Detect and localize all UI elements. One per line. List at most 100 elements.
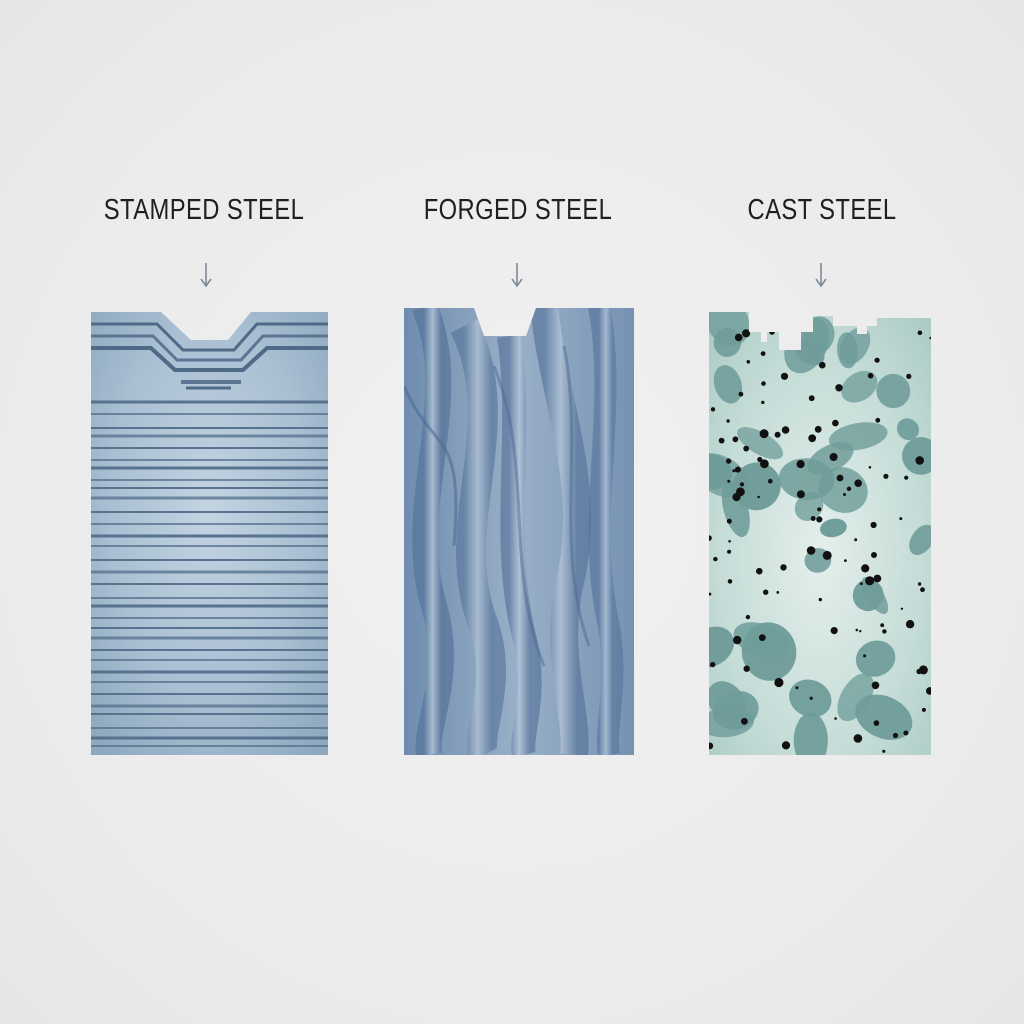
porosity-dot: [860, 582, 863, 586]
forged-steel-title: FORGED STEEL: [423, 194, 613, 226]
porosity-dot: [854, 479, 862, 487]
porosity-dot: [781, 741, 791, 750]
porosity-dot: [796, 490, 805, 499]
porosity-dot: [718, 437, 725, 444]
porosity-dot: [836, 474, 844, 482]
porosity-dot: [741, 717, 748, 725]
porosity-dot: [832, 419, 839, 427]
grain-blob: [709, 453, 749, 498]
porosity-dot: [873, 720, 880, 726]
porosity-dot: [742, 329, 751, 338]
porosity-dot: [810, 516, 816, 521]
porosity-dot: [861, 564, 870, 573]
porosity-dot: [736, 487, 745, 497]
porosity-dot: [926, 687, 931, 695]
porosity-dot: [829, 453, 838, 461]
porosity-dot: [899, 517, 903, 521]
porosity-dot: [918, 665, 928, 675]
porosity-dot: [709, 592, 712, 596]
porosity-dot: [713, 556, 718, 562]
down-arrow-icon: [511, 263, 523, 288]
porosity-dot: [710, 661, 716, 668]
porosity-dot: [709, 535, 712, 541]
forged-steel-sample: [404, 308, 634, 755]
porosity-dot: [917, 582, 922, 586]
grain-blob: [793, 712, 828, 755]
grain-blob: [855, 640, 896, 677]
porosity-dot: [816, 516, 823, 523]
porosity-dot: [870, 521, 877, 529]
porosity-dot: [763, 589, 769, 595]
porosity-dot: [817, 507, 822, 512]
grain-blob: [841, 370, 878, 403]
cast-steel-sample: [709, 312, 931, 755]
porosity-dot: [727, 549, 732, 554]
porosity-dot: [760, 459, 769, 469]
porosity-dot: [835, 384, 843, 392]
porosity-dot: [822, 550, 832, 560]
down-arrow-icon: [200, 263, 212, 288]
porosity-dot: [759, 429, 769, 439]
grain-blob: [855, 694, 913, 740]
grain-blob: [709, 626, 735, 668]
porosity-dot: [830, 627, 838, 635]
porosity-dot: [726, 518, 732, 524]
porosity-dot: [774, 431, 781, 438]
porosity-dot: [727, 479, 731, 483]
porosity-dot: [846, 486, 852, 491]
porosity-dot: [768, 478, 773, 484]
porosity-dot: [732, 436, 739, 443]
grain-blob: [713, 365, 743, 404]
grain-blob: [896, 418, 920, 441]
porosity-dot: [808, 434, 817, 443]
porosity-dot: [745, 614, 751, 620]
porosity-dot: [806, 546, 816, 555]
porosity-dot: [725, 458, 732, 464]
porosity-dot: [814, 425, 822, 433]
porosity-dot: [757, 456, 763, 463]
porosity-dot: [867, 372, 874, 379]
porosity-dot: [769, 329, 775, 335]
grain-blob: [737, 427, 784, 460]
porosity-dot: [761, 381, 766, 386]
porosity-dot: [865, 576, 875, 586]
porosity-dot: [734, 466, 741, 473]
porosity-dot: [757, 495, 760, 499]
porosity-dot: [734, 333, 743, 342]
porosity-dot: [780, 564, 787, 571]
porosity-dot: [808, 395, 815, 402]
porosity-dot: [883, 473, 889, 479]
porosity-dot: [854, 538, 858, 542]
porosity-dot: [906, 373, 912, 379]
porosity-dot: [709, 742, 714, 750]
porosity-dot: [871, 552, 877, 558]
porosity-dot: [781, 426, 790, 434]
down-arrow-icon: [815, 263, 827, 288]
porosity-dot: [761, 400, 765, 405]
porosity-dot: [855, 628, 859, 632]
porosity-dot: [853, 734, 863, 743]
porosity-dot: [727, 579, 733, 584]
porosity-dot: [874, 357, 880, 363]
porosity-dot: [875, 417, 881, 423]
grain-blob: [837, 332, 858, 369]
porosity-dot: [819, 361, 826, 369]
porosity-dot: [796, 460, 805, 469]
porosity-dot: [892, 732, 899, 739]
grain-blob: [902, 437, 931, 475]
porosity-dot: [863, 654, 867, 658]
porosity-dot: [733, 635, 742, 645]
porosity-dot: [834, 717, 837, 720]
grain-blob: [713, 327, 742, 357]
porosity-dot: [818, 597, 822, 602]
porosity-dot: [776, 591, 780, 594]
porosity-dot: [780, 372, 789, 380]
porosity-dot: [859, 630, 862, 633]
porosity-dot: [843, 493, 846, 496]
cast-steel-title: CAST STEEL: [747, 194, 897, 226]
porosity-dot: [743, 445, 750, 452]
porosity-dot: [904, 475, 909, 480]
porosity-dot: [756, 567, 763, 575]
grain-blob: [909, 524, 931, 555]
